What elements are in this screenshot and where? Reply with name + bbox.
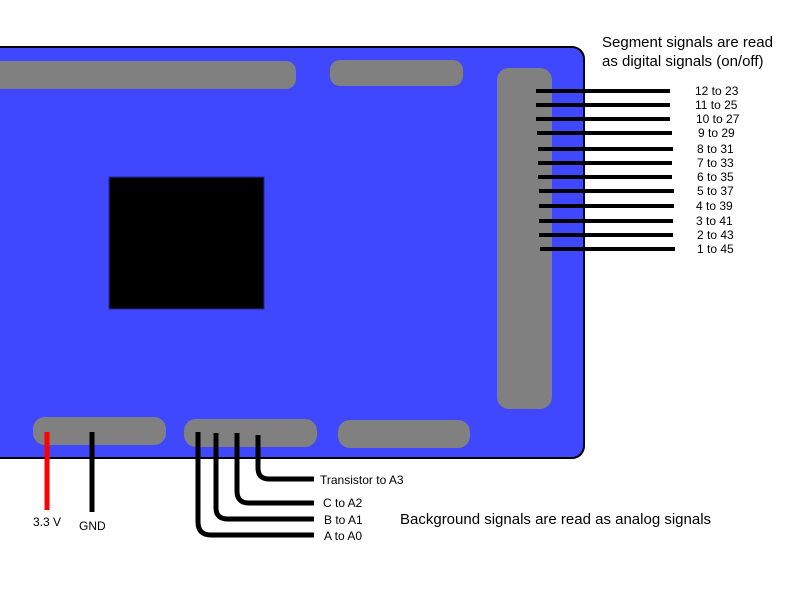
analog-label-a1: B to A1 [324, 513, 363, 527]
segment-wire-label: 10 to 27 [696, 112, 740, 126]
segment-wire-label: 6 to 35 [697, 170, 734, 184]
header-bottom-analog [184, 419, 317, 447]
segment-wire-label: 9 to 29 [698, 126, 735, 140]
segment-wire-label: 2 to 43 [697, 228, 734, 242]
analog-label-a0: A to A0 [324, 529, 362, 543]
segment-wire-label: 3 to 41 [696, 214, 733, 228]
power-label-3v3: 3.3 V [33, 515, 61, 529]
processor-chip [108, 176, 265, 310]
header-bottom-right [338, 420, 470, 448]
power-label-gnd: GND [79, 519, 106, 533]
segment-note-line2: as digital signals (on/off) [602, 53, 763, 70]
segment-note-line1: Segment signals are read [602, 34, 773, 51]
segment-wire-label: 5 to 37 [697, 184, 734, 198]
header-bottom-power [33, 417, 166, 445]
segment-wire-label: 4 to 39 [696, 199, 733, 213]
header-right [497, 68, 552, 409]
segment-wire-label: 11 to 25 [695, 98, 738, 112]
header-top-middle [330, 60, 463, 86]
segment-wire-label: 8 to 31 [697, 142, 734, 156]
header-top-left [0, 61, 296, 89]
analog-wire-a0 [195, 432, 314, 538]
segment-wire-label: 12 to 23 [695, 84, 739, 98]
segment-wire-label: 7 to 33 [697, 156, 734, 170]
analog-wire-a3 [255, 435, 314, 482]
analog-wire-a2 [234, 433, 314, 506]
segment-wire-label: 1 to 45 [697, 242, 734, 256]
analog-wire-a1 [213, 433, 314, 522]
microcontroller-board [0, 46, 585, 459]
background-note: Background signals are read as analog si… [400, 511, 711, 528]
analog-label-a2: C to A2 [323, 496, 363, 510]
analog-label-a3: Transistor to A3 [320, 473, 404, 487]
